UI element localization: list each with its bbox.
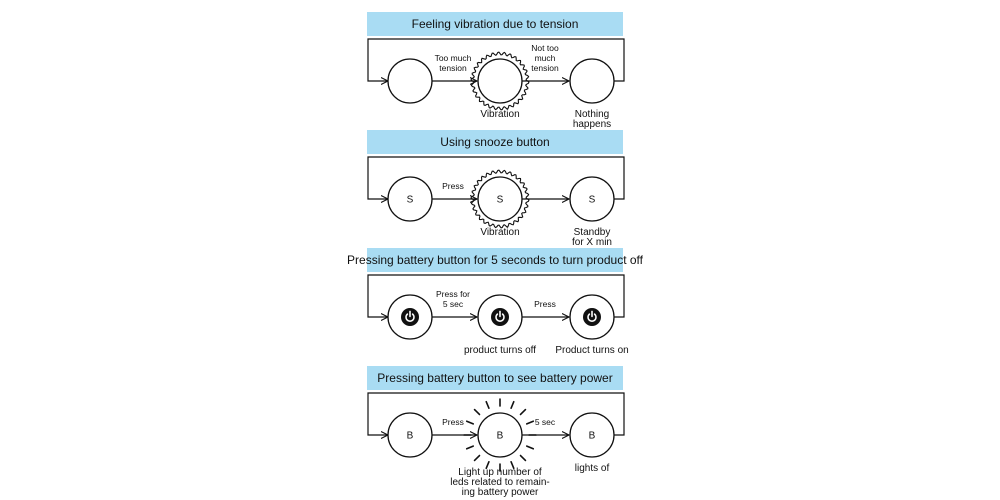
section-4-arrow-1-label: Press	[442, 417, 464, 427]
power-icon-arc	[405, 313, 415, 322]
section-2-state-3	[569, 176, 615, 222]
section-3-arrow-1-label: 5 sec	[443, 299, 464, 309]
section-2-state-2-glyph: S	[497, 195, 504, 206]
light-rays	[519, 408, 527, 416]
section-4-state-2-caption: leds related to remain-	[450, 477, 550, 488]
section-2-vibration-ring	[470, 169, 530, 229]
power-icon	[401, 308, 419, 326]
section-2-state-1	[387, 176, 433, 222]
section-3-title: Pressing battery button for 5 seconds to…	[347, 248, 643, 272]
light-rays	[525, 420, 535, 425]
section-1-state-3-caption: Nothing	[575, 109, 609, 120]
power-icon	[491, 308, 509, 326]
light-rays	[485, 460, 490, 470]
section-4-arrow-2-label: 5 sec	[535, 417, 556, 427]
section-4-state-2-caption: Light up number of	[458, 467, 542, 478]
section-1-state-3	[569, 58, 615, 104]
light-rays	[485, 400, 490, 410]
section-1-arrow-2-label: much	[535, 53, 556, 63]
section-4-state-3	[569, 412, 615, 458]
section-3-arrow-2-label: Press	[534, 299, 556, 309]
light-rays	[519, 454, 527, 462]
light-rays	[473, 454, 481, 462]
section-3-state-2-caption: product turns off	[464, 345, 536, 356]
section-2-state-2	[477, 176, 523, 222]
light-rays	[465, 420, 475, 425]
section-2-arrow-1-label: Press	[442, 181, 464, 191]
section-4-state-2	[477, 412, 523, 458]
light-rays	[510, 460, 515, 470]
light-rays	[473, 408, 481, 416]
section-4-state-1-glyph: B	[407, 431, 414, 442]
section-4-state-3-caption: lights of	[575, 463, 610, 474]
section-4-state-2-glyph: B	[497, 431, 504, 442]
light-rays	[510, 400, 515, 410]
section-3-loop-arrow	[367, 274, 625, 317]
section-3-arrow-1-label: Press for	[436, 289, 470, 299]
section-2-state-3-caption: Standby	[574, 227, 611, 238]
section-4-title: Pressing battery button to see battery p…	[367, 366, 623, 390]
section-4-state-3-glyph: B	[589, 431, 596, 442]
section-3-state-3-caption: Product turns on	[555, 345, 628, 356]
section-2-state-2-caption: Vibration	[480, 227, 519, 238]
section-2-loop-arrow	[367, 156, 625, 199]
section-1-loop-arrow	[367, 38, 625, 81]
section-1-state-3-caption: happens	[573, 119, 611, 130]
power-icon-arc	[495, 313, 505, 322]
section-4-loop-arrow	[367, 392, 625, 435]
section-1-title: Feeling vibration due to tension	[367, 12, 623, 36]
section-4-state-1	[387, 412, 433, 458]
section-2-state-1-glyph: S	[407, 195, 414, 206]
section-1-vibration-ring	[470, 51, 530, 111]
section-1-state-1	[387, 58, 433, 104]
light-rays	[525, 445, 535, 450]
section-1-arrow-2-label: Not too	[531, 43, 559, 53]
section-1-arrow-1-label: Too much	[435, 53, 472, 63]
section-4-state-2-caption: ing battery power	[462, 487, 539, 498]
section-1-state-2-caption: Vibration	[480, 109, 519, 120]
power-icon-arc	[587, 313, 597, 322]
section-2-state-3-caption: for X min	[572, 237, 612, 248]
section-1-arrow-2-label: tension	[531, 63, 559, 73]
light-rays	[465, 445, 475, 450]
section-2-state-3-glyph: S	[589, 195, 596, 206]
section-2-title: Using snooze button	[367, 130, 623, 154]
power-icon	[583, 308, 601, 326]
section-1-arrow-1-label: tension	[439, 63, 467, 73]
section-1-state-2	[477, 58, 523, 104]
